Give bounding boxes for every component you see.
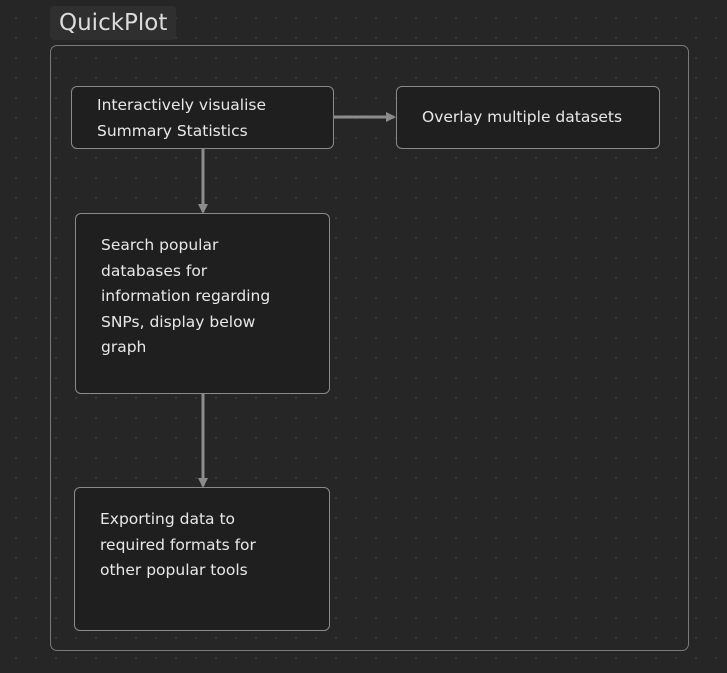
node-search[interactable]: Search popular databases for information… [75, 213, 330, 394]
group-title[interactable]: QuickPlot [50, 6, 177, 40]
node-export-label: Exporting data to required formats for o… [100, 510, 256, 579]
node-export[interactable]: Exporting data to required formats for o… [74, 487, 330, 631]
node-visualise-label: Interactively visualise Summary Statisti… [97, 96, 267, 140]
node-overlay-label: Overlay multiple datasets [422, 108, 623, 126]
group-quickplot[interactable] [50, 45, 689, 651]
node-visualise[interactable]: Interactively visualise Summary Statisti… [71, 86, 334, 149]
node-overlay[interactable]: Overlay multiple datasets [396, 86, 660, 149]
node-search-label: Search popular databases for information… [101, 236, 271, 356]
